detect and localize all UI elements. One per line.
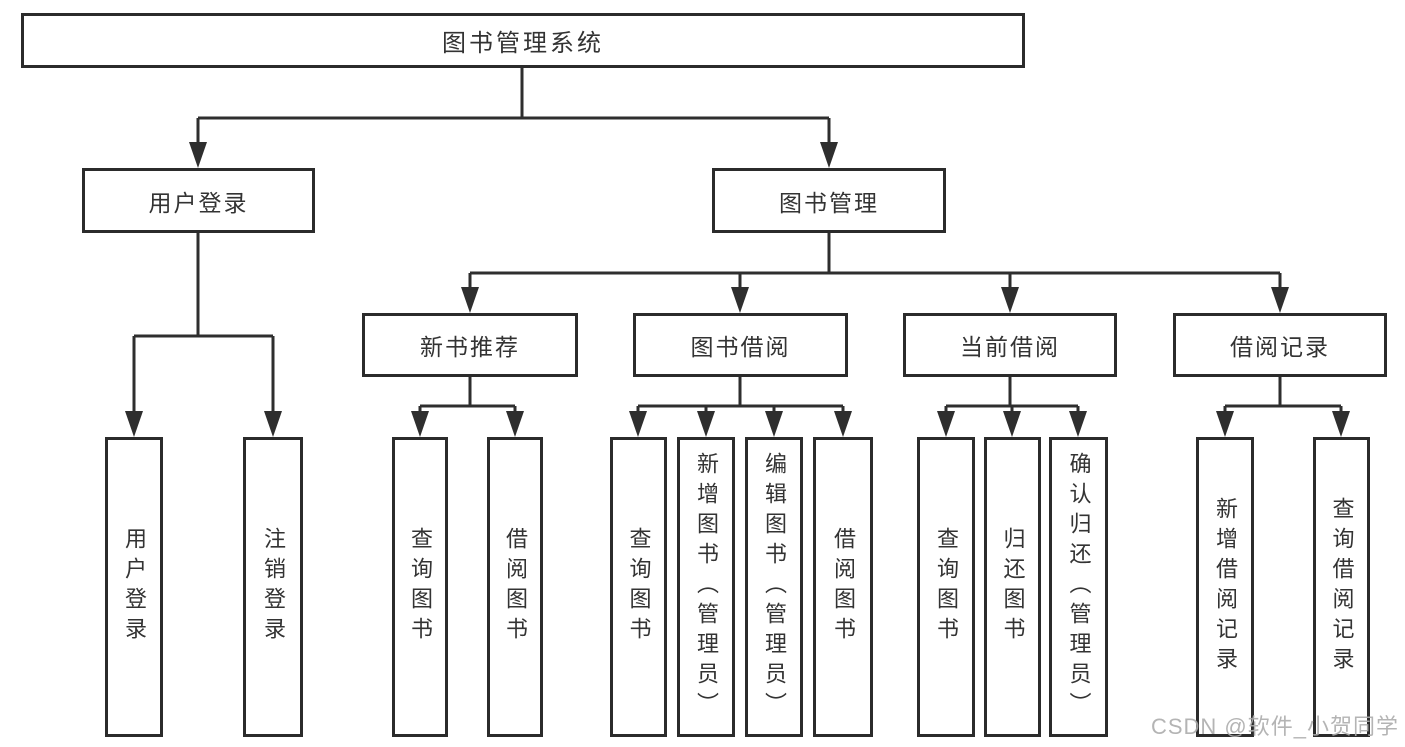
leaf-user-login-label: 用户登录 [122, 527, 147, 647]
leaf-add-books-admin: 新增图书（管理员） [677, 437, 735, 737]
connector-root-to-level2 [189, 68, 838, 168]
leaf-current-query-books: 查询图书 [917, 437, 975, 737]
node-book-borrowing-label: 图书借阅 [690, 334, 791, 360]
node-user-login: 用户登录 [82, 168, 315, 233]
node-current-borrowing: 当前借阅 [903, 313, 1117, 377]
node-borrowing-records: 借阅记录 [1173, 313, 1387, 377]
leaf-newbooks-borrow-books-label: 借阅图书 [503, 527, 528, 647]
node-book-management: 图书管理 [712, 168, 946, 233]
leaf-borrow-query-books-label: 查询图书 [626, 527, 652, 647]
node-user-login-label: 用户登录 [148, 189, 249, 216]
connector-user-login-children [125, 233, 282, 437]
leaf-newbooks-borrow-books: 借阅图书 [487, 437, 543, 737]
leaf-newbooks-query-books-label: 查询图书 [408, 527, 433, 647]
leaf-add-books-admin-label: 新增图书（管理员） [694, 452, 719, 722]
leaf-newbooks-query-books: 查询图书 [392, 437, 448, 737]
leaf-confirm-return-admin: 确认归还（管理员） [1049, 437, 1108, 737]
leaf-borrow-borrow-books-label: 借阅图书 [831, 527, 856, 647]
leaf-confirm-return-admin-label: 确认归还（管理员） [1066, 452, 1092, 722]
node-book-management-label: 图书管理 [779, 189, 879, 216]
leaf-edit-books-admin-label: 编辑图书（管理员） [762, 452, 787, 722]
connector-borrow-records-children [1216, 377, 1350, 437]
node-borrowing-records-label: 借阅记录 [1230, 334, 1330, 360]
leaf-query-borrow-record-label: 查询借阅记录 [1329, 497, 1355, 677]
connector-book-mgmt-children [461, 233, 1289, 313]
leaf-logout-label: 注销登录 [261, 527, 286, 647]
node-book-borrowing: 图书借阅 [633, 313, 848, 377]
connector-current-borrow-children [937, 377, 1087, 437]
leaf-borrow-borrow-books: 借阅图书 [813, 437, 873, 737]
leaf-query-borrow-record: 查询借阅记录 [1313, 437, 1370, 737]
node-root-label: 图书管理系统 [442, 30, 604, 57]
leaf-borrow-query-books: 查询图书 [610, 437, 667, 737]
leaf-logout: 注销登录 [243, 437, 303, 737]
connector-book-borrow-children [629, 377, 852, 437]
node-new-book-recommendation-label: 新书推荐 [420, 334, 520, 360]
csdn-watermark: CSDN @软件_小贺同学 [1150, 714, 1399, 739]
node-new-book-recommendation: 新书推荐 [362, 313, 578, 377]
leaf-user-login: 用户登录 [105, 437, 163, 737]
leaf-return-books-label: 归还图书 [1000, 527, 1026, 647]
leaf-return-books: 归还图书 [984, 437, 1041, 737]
leaf-current-query-books-label: 查询图书 [934, 527, 959, 647]
leaf-add-borrow-record-label: 新增借阅记录 [1213, 497, 1238, 677]
leaf-edit-books-admin: 编辑图书（管理员） [745, 437, 803, 737]
node-current-borrowing-label: 当前借阅 [960, 334, 1060, 360]
leaf-add-borrow-record: 新增借阅记录 [1196, 437, 1254, 737]
node-root-system: 图书管理系统 [21, 13, 1025, 68]
connector-new-books-children [411, 377, 524, 437]
